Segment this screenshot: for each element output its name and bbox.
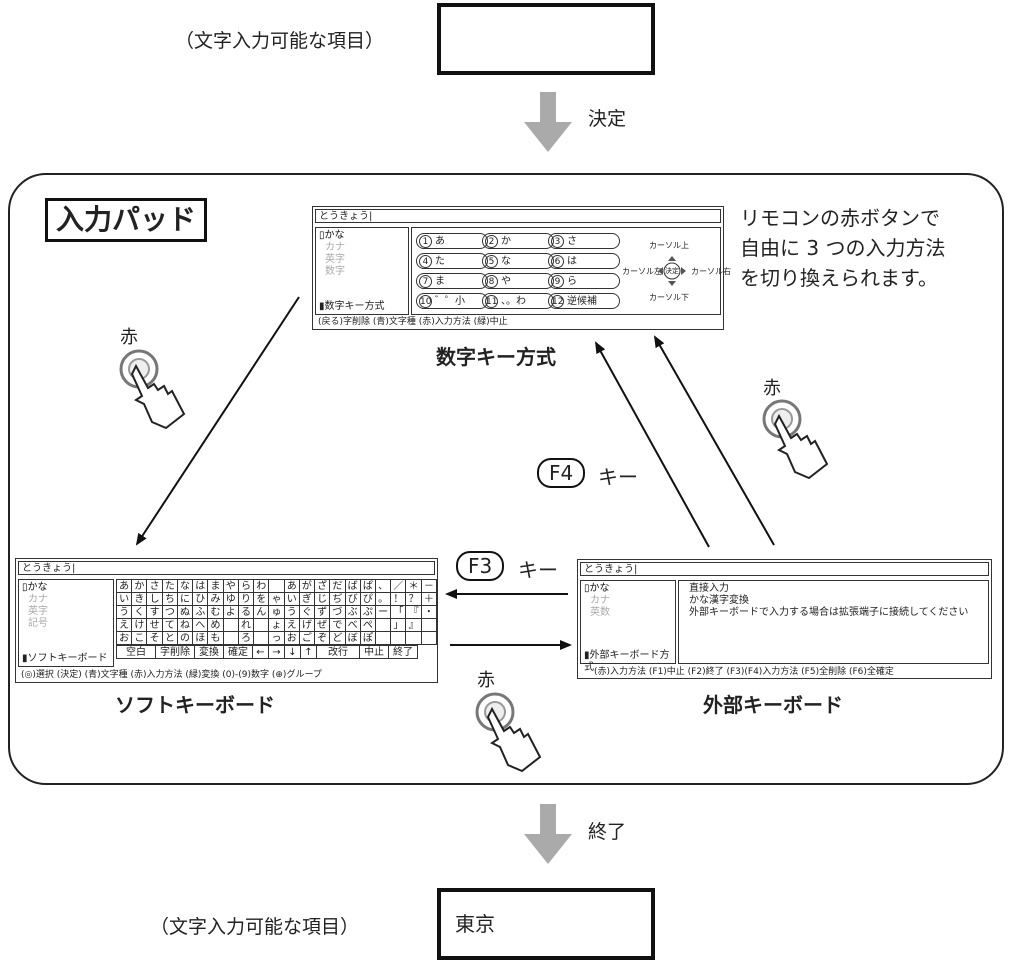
hand-press-icon xyxy=(119,349,186,430)
mode-item[interactable]: 英字 xyxy=(28,606,48,617)
soft-key[interactable]: お xyxy=(115,631,133,645)
cursor-right-label: カーソル右 xyxy=(691,267,731,276)
cursor-pad-icon[interactable] xyxy=(656,254,688,288)
down-arrow-icon xyxy=(524,804,572,864)
soft-keyboard-panel: とうきょう| ▯かな カナ 英字 記号 ▮ソフトキーボード あかさたなはまやらわ… xyxy=(15,558,438,683)
external-keyboard-panel: とうきょう| ▯かな カナ 英数 ▮外部キーボード方式 直接入力 かな漢字変換 … xyxy=(577,559,992,679)
mode-item[interactable]: 数字 xyxy=(325,266,345,277)
soft-keyboard-caption: ソフトキーボード xyxy=(115,693,275,717)
function-key[interactable]: 改行 xyxy=(316,645,360,659)
arrow-external-to-numeric-f4 xyxy=(595,341,710,548)
mode-label: ▮数字キー方式 xyxy=(319,301,385,312)
function-key[interactable]: 終了 xyxy=(388,645,418,659)
numeric-caption: 数字キー方式 xyxy=(436,345,556,369)
mode-item[interactable]: カナ xyxy=(590,595,610,606)
cursor-up-label: カーソル上 xyxy=(649,241,689,250)
function-key[interactable]: 中止 xyxy=(359,645,389,659)
numeric-input-bar[interactable]: とうきょう| xyxy=(315,209,721,223)
mode-item[interactable]: ▯かな xyxy=(584,583,610,594)
soft-key[interactable] xyxy=(420,631,438,645)
down-arrow-icon xyxy=(524,92,572,152)
mode-label: ▮外部キーボード方式 xyxy=(584,650,670,673)
cursor-down-label: カーソル下 xyxy=(649,293,689,302)
external-mode-list: ▯かな カナ 英数 ▮外部キーボード方式 xyxy=(580,580,676,673)
external-keyboard-caption: 外部キーボード xyxy=(703,693,843,717)
mode-item[interactable]: 英字 xyxy=(325,254,345,265)
cursor-left-label: カーソル左 xyxy=(622,267,662,276)
f4-key-label: キー xyxy=(598,465,638,489)
numeric-footer: (戻る)字削除 (青)文字種 (赤)入力方法 (緑)中止 xyxy=(318,317,508,327)
soft-input-bar[interactable]: とうきょう| xyxy=(18,561,435,575)
red-label-right: 赤 xyxy=(763,378,781,399)
mode-item[interactable]: カナ xyxy=(325,242,345,253)
end-label: 終了 xyxy=(588,821,627,843)
mode-item[interactable]: カナ xyxy=(28,594,48,605)
function-key[interactable]: 確定 xyxy=(223,645,253,659)
note-text: リモコンの赤ボタンで 自由に 3 つの入力方法 を切り換えられます。 xyxy=(740,206,946,290)
hand-press-icon xyxy=(475,692,542,773)
function-key[interactable]: ↑ xyxy=(300,645,317,659)
bottom-text-field[interactable]: 東京 xyxy=(437,888,655,960)
cursor-center-label: 決定 xyxy=(665,267,679,275)
top-text-field[interactable] xyxy=(437,3,655,75)
red-label-bottom: 赤 xyxy=(477,670,495,691)
soft-key[interactable]: お xyxy=(283,631,300,645)
top-field-label: （文字入力可能な項目） xyxy=(175,30,385,52)
hand-press-icon xyxy=(762,399,829,480)
section-title: 入力パッド xyxy=(45,198,208,242)
f4-key-badge: F4 xyxy=(537,458,586,488)
external-input-bar[interactable]: とうきょう| xyxy=(580,562,989,576)
soft-key[interactable]: ど xyxy=(329,631,346,645)
kana-key-table: あかさたなはまやらわあがざだばぱ、／＊－いきしちにひみゆりをゃいぎじぢびぴ。！？… xyxy=(115,579,438,645)
decide-label: 決定 xyxy=(588,108,627,130)
arrow-numeric-to-soft xyxy=(135,296,300,546)
function-key-row: 空白字削除変換確定←→↓↑改行中止終了 xyxy=(116,645,418,659)
mode-item[interactable]: ▯かな xyxy=(22,582,48,593)
external-footer: (赤)入力方法 (F1)中止 (F2)終了 (F3)(F4)入力方法 (F5)全… xyxy=(594,667,894,677)
external-message-area: 直接入力 かな漢字変換 外部キーボードで入力する場合は拡張端子に接続してください xyxy=(678,580,989,664)
mode-item[interactable]: ▯かな xyxy=(319,230,345,241)
soft-key[interactable]: と xyxy=(161,631,178,645)
soft-key-grid: あかさたなはまやらわあがざだばぱ、／＊－いきしちにひみゆりをゃいぎじぢびぴ。！？… xyxy=(115,579,438,659)
f3-key-badge: F3 xyxy=(456,551,505,581)
f3-key-label: キー xyxy=(518,558,558,582)
red-label-left: 赤 xyxy=(120,327,138,348)
soft-footer: (◎)選択 (決定) (青)文字種 (赤)入力方法 (緑)変換 (0)-(9)数… xyxy=(21,670,322,680)
bottom-field-label: （文字入力可能な項目） xyxy=(150,916,360,938)
soft-mode-list: ▯かな カナ 英字 記号 ▮ソフトキーボード xyxy=(18,579,114,667)
numeric-mode-list: ▯かな カナ 英字 数字 ▮数字キー方式 xyxy=(315,227,409,315)
mode-item[interactable]: 記号 xyxy=(28,618,48,629)
mode-label: ▮ソフトキーボード xyxy=(22,653,108,664)
soft-key[interactable]: ご xyxy=(298,631,316,645)
mode-item[interactable]: 英数 xyxy=(590,607,610,618)
arrow-external-to-numeric-red xyxy=(654,335,775,546)
input-pad-frame xyxy=(8,173,1004,785)
